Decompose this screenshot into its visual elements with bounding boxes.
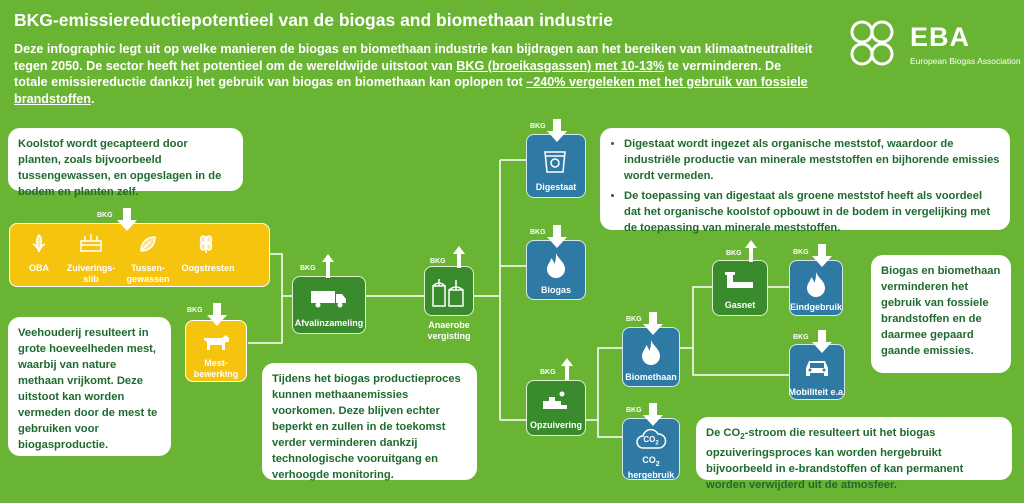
node-label-mobiliteit: Mobiliteit e.a. — [788, 387, 846, 397]
digestate-point-1: Digestaat wordt ingezet als organische m… — [624, 136, 1000, 184]
node-label-anaerobe: Anaerobe vergisting — [427, 320, 471, 341]
arrow-down-icon — [812, 244, 832, 267]
bkg-label-mobiliteit: BKG — [793, 334, 809, 341]
card-fossil-reduction: Biogas en biomethaan verminderen het geb… — [871, 255, 1011, 373]
arrow-up-icon — [453, 246, 465, 268]
node-co2-hergebruik[interactable] — [622, 418, 680, 480]
node-label-digestaat: Digestaat — [535, 182, 577, 192]
feedstock-box — [9, 223, 270, 287]
bkg-label-afval: BKG — [300, 265, 316, 272]
card-co2-reuse: De CO2-stroom die resulteert uit het bio… — [696, 417, 1012, 491]
arrow-down-icon — [643, 312, 663, 335]
arrow-down-icon — [812, 330, 832, 353]
flame-icon — [547, 253, 565, 278]
card-digestate: Digestaat wordt ingezet als organische m… — [600, 128, 1010, 234]
node-label-afval: Afvalinzameling — [294, 318, 364, 328]
intro-part2: te verminderen. De totale emissiereducti… — [14, 58, 782, 90]
intro-part3: . — [90, 91, 95, 106]
node-label-gasnet: Gasnet — [724, 300, 756, 310]
car-icon — [806, 361, 828, 376]
sludge-icon — [80, 234, 102, 252]
bkg-label-biomethaan: BKG — [626, 316, 642, 323]
co2-label-text: hergebruik — [627, 469, 675, 480]
bkg-label-opzuivering: BKG — [540, 369, 556, 376]
leaf-icon — [140, 236, 156, 252]
arrow-down-icon — [547, 119, 567, 142]
digestate-point-2: De toepassing van digestaat als groene m… — [624, 188, 1000, 236]
co2-cloud-icon — [636, 428, 667, 449]
intro-highlight-1[interactable]: BKG (broeikasgassen) met 10-13% — [456, 58, 665, 73]
node-afvalinzameling[interactable] — [292, 276, 366, 334]
intro-text: Deze infographic legt uit op welke manie… — [14, 41, 814, 107]
logo-subtitle: European Biogas Association — [910, 56, 1021, 66]
bkg-label-eindgebruik: BKG — [793, 249, 809, 256]
card-carbon-capture: Koolstof wordt gecapteerd door planten, … — [8, 128, 243, 198]
arrow-down-icon — [547, 225, 567, 248]
node-label-mest: Mest- bewerking — [193, 358, 239, 379]
bkg-label-gasnet: BKG — [726, 250, 742, 257]
card-livestock: Veehouderij resulteert in grote hoeveelh… — [8, 317, 171, 456]
arrow-up-icon — [561, 358, 573, 380]
co2-text: -stroom die resulteert uit het biogas op… — [706, 427, 964, 492]
feedstock-label-zuiveringsslib: Zuiverings- slib — [66, 263, 116, 284]
flame-icon — [642, 340, 660, 365]
node-digestaat[interactable] — [526, 134, 586, 198]
co2-label-prefix: CO — [642, 455, 656, 465]
feedstock-label-oba: OBA — [29, 263, 49, 273]
eba-logo-icon — [850, 20, 894, 66]
flame-icon — [807, 272, 825, 297]
node-mestbewerking[interactable] — [185, 320, 247, 382]
truck-icon — [311, 291, 346, 308]
co2-symbol-sub: 2 — [655, 440, 659, 447]
fertilizer-bag-icon — [544, 151, 566, 173]
node-label-biogas: Biogas — [540, 285, 571, 295]
bkg-label-digestaat: BKG — [530, 123, 546, 130]
bkg-label-co2: BKG — [626, 407, 642, 414]
gas-pipe-icon — [725, 272, 753, 288]
logo-name: EBA — [910, 22, 971, 52]
co2-label-sub: 2 — [655, 460, 660, 468]
card-process-emissions: Tijdens het biogas productieproces kunne… — [262, 363, 477, 481]
node-label-opzuivering: Opzuivering — [529, 420, 582, 430]
arrow-up-icon — [745, 240, 757, 262]
node-label-eindgebruik: Eindgebruik — [789, 302, 842, 312]
co2-symbol: CO — [643, 435, 656, 444]
bkg-label-anaerobe: BKG — [430, 258, 446, 265]
arrow-down-icon — [207, 303, 227, 326]
feedstock-label-tussengewassen: Tussen- gewassen — [126, 263, 170, 284]
co2-icon-label: CO2 — [635, 434, 667, 450]
co2-subscript: 2 — [740, 432, 745, 442]
intro-part1: Deze infographic legt uit op welke manie… — [14, 42, 813, 73]
upgrading-stairs-icon — [543, 391, 567, 409]
arrow-up-icon — [322, 254, 334, 278]
bkg-label-biogas: BKG — [530, 229, 546, 236]
wheat-icon — [199, 235, 213, 253]
feedstock-label-oogstresten: Oogstresten — [181, 263, 235, 273]
digester-plant-icon — [432, 279, 464, 307]
cow-icon — [204, 335, 229, 350]
co2-prefix: De CO — [706, 427, 741, 439]
page-title: BKG-emissiereductiepotentieel van de bio… — [14, 10, 614, 30]
node-label-biomethaan: Biomethaan — [625, 372, 677, 382]
corn-icon — [32, 234, 46, 253]
arrow-down-icon — [643, 403, 663, 426]
arrow-down-icon — [117, 208, 137, 231]
intro-highlight-2[interactable]: –240% vergeleken met het gebruik van fos… — [14, 75, 808, 106]
node-gasnet[interactable] — [712, 260, 768, 316]
bkg-label-mest: BKG — [187, 307, 203, 314]
bkg-label-feedstock: BKG — [97, 212, 113, 219]
